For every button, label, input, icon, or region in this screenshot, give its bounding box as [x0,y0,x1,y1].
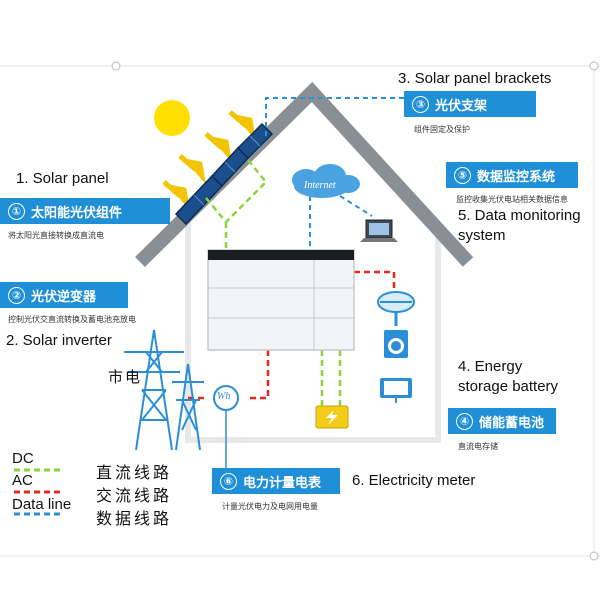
dc-lines [205,159,342,406]
legend-dc-cn: 直流线路 [96,463,173,482]
washing-machine-icon [384,330,408,358]
legend-data-label: Data line [12,496,72,513]
cn-label-text: 光伏支架 [435,98,488,114]
number-badge: ③ [412,95,429,113]
label-data-monitoring-2: system [458,227,506,244]
frame-handle [111,61,121,71]
laptop-icon [360,219,398,242]
frame-handle [589,61,599,71]
cn-label-text: 电力计量电表 [243,475,322,491]
label-inverter: 2. Solar inverter [6,332,112,349]
house-wall [185,222,441,443]
label-data-monitoring-1: 5. Data monitoring [458,207,581,224]
legend-data-cn: 数据线路 [96,509,173,528]
sun-rays [162,110,256,211]
power-pylon-small [172,363,204,451]
cn-label-battery: ④ 储能蓄电池 [448,408,556,434]
meter-symbol: Wh [217,391,231,402]
label-meter: 6. Electricity meter [352,472,476,489]
label-battery-1: 4. Energy [458,358,523,375]
ac-lines [186,270,396,400]
legend-dc-label: DC [12,450,34,467]
cn-label-monitoring: ⑤ 数据监控系统 [446,162,578,188]
cn-sub-solar-panel: 将太阳光直接转换成直流电 [8,231,104,240]
sun-icon [154,100,190,136]
power-pylon-large [124,329,184,451]
label-solar-panel: 1. Solar panel [16,170,109,187]
cn-label-text: 储能蓄电池 [479,415,545,431]
frame-handle [589,551,599,561]
cn-label-meter: ⑥ 电力计量电表 [212,468,340,494]
cn-sub-brackets: 组件固定及保护 [414,125,470,134]
fan-icon [377,291,415,326]
number-badge: ① [8,202,25,220]
battery-icon [315,405,349,429]
cn-label-text: 太阳能光伏组件 [31,205,123,221]
legend-ac-label: AC [12,472,33,489]
cn-sub-monitoring: 监控收集光伏电站相关数据信息 [456,195,568,204]
solar-panel-array [174,122,274,226]
label-brackets: 3. Solar panel brackets [398,70,552,87]
data-lines [265,97,404,250]
cn-sub-battery: 直流电存储 [458,442,498,451]
cn-label-solar-panel: ① 太阳能光伏组件 [0,198,170,224]
cn-label-text: 光伏逆变器 [31,289,97,305]
internet-label: Internet [304,180,336,191]
number-badge: ② [8,286,25,304]
cn-sub-meter: 计量光伏电力及电网用电量 [222,502,318,511]
inverter-cabinet [207,249,355,351]
cn-label-text: 数据监控系统 [477,169,556,185]
tv-icon [380,378,412,403]
number-badge: ⑥ [220,472,237,490]
legend-ac-cn: 交流线路 [96,486,173,505]
internet-cloud-icon [292,164,360,198]
cn-sub-inverter: 控制光伏交直流转换及蓄电池充放电 [8,315,136,324]
number-badge: ④ [456,412,473,430]
cn-label-brackets: ③ 光伏支架 [404,91,536,117]
number-badge: ⑤ [454,166,471,184]
label-battery-2: storage battery [458,378,559,395]
cn-label-inverter: ② 光伏逆变器 [0,282,128,308]
grid-power-label: 市电 [108,368,143,386]
